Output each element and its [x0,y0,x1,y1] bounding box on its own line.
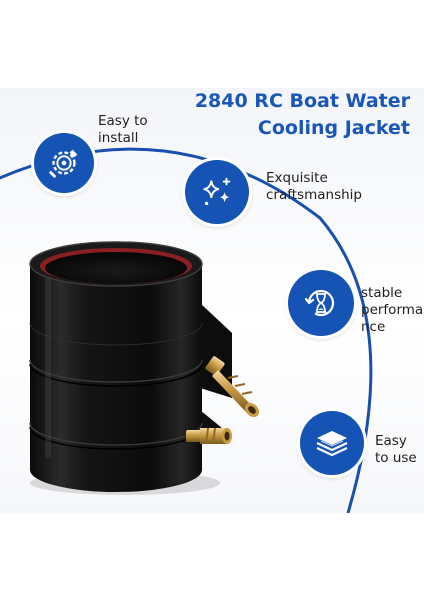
easy-to-use-badge [300,411,364,475]
upper-fitting [205,356,260,418]
stable-performance-badge [288,270,354,336]
hero-panel: 2840 RC Boat Water Cooling Jacket Easy t… [0,88,424,513]
feature-text: craftsmanship [266,187,362,203]
hourglass-icon [304,289,335,317]
feature-text: nce [361,319,386,335]
easy-install-badge [34,133,94,193]
craftsmanship-badge [185,160,249,224]
feature-text: to use [375,450,417,466]
feature-text: performa [361,302,424,318]
decorative-arc [0,147,373,513]
feature-text: install [98,130,139,146]
sparkle-icon [203,177,231,206]
lower-fitting [186,427,232,445]
easy-to-use-label: Easy to use [375,433,417,467]
gear-wrench-icon [49,149,78,178]
feature-text: Exquisite [266,170,328,186]
stable-performance-label: stable performa nce [361,285,423,336]
feature-text: Easy to [98,113,148,129]
title-line-1: 2840 RC Boat Water [194,90,410,112]
craftsmanship-label: Exquisite craftsmanship [266,170,362,204]
layers-icon [316,431,348,457]
page-title: 2840 RC Boat Water Cooling Jacket [195,88,410,142]
title-line-2: Cooling Jacket [257,117,410,139]
cooling-jacket-image [29,241,260,495]
easy-install-label: Easy to install [98,113,148,147]
feature-text: stable [361,285,403,301]
feature-text: Easy [375,433,407,449]
